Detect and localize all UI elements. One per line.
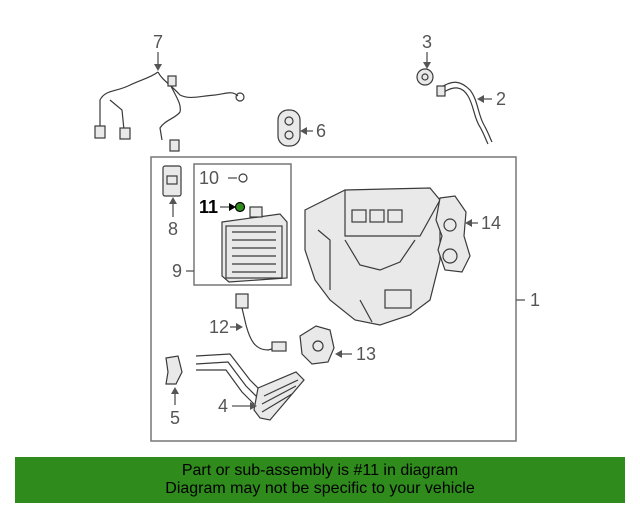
wire-harness-part-7[interactable] xyxy=(94,71,245,152)
evaporator-subassembly-frame xyxy=(193,163,292,286)
callout-14: 14 xyxy=(481,213,501,233)
heater-core-part-4[interactable] xyxy=(195,353,305,421)
assembly-frame xyxy=(150,156,517,442)
callout-4: 4 xyxy=(218,396,228,416)
callout-6: 6 xyxy=(316,121,326,141)
heater-case-part-1[interactable] xyxy=(304,187,441,326)
expansion-valve-part-8[interactable] xyxy=(162,165,182,197)
callout-7: 7 xyxy=(153,32,163,52)
banner-line-2: Diagram may not be specific to your vehi… xyxy=(165,480,475,497)
callout-12: 12 xyxy=(209,317,229,337)
callout-2: 2 xyxy=(496,89,506,109)
sensor-harness-part-12[interactable] xyxy=(235,293,287,352)
grommet-part-6[interactable] xyxy=(277,109,301,147)
highlighted-plug-part-11[interactable] xyxy=(234,201,246,213)
callout-13: 13 xyxy=(356,344,376,364)
callout-9: 9 xyxy=(172,261,182,281)
leader-lines xyxy=(154,52,525,410)
callout-10: 10 xyxy=(199,168,219,188)
callout-11: 11 xyxy=(199,197,218,217)
callout-1: 1 xyxy=(530,290,540,310)
actuator-part-14[interactable] xyxy=(435,195,471,273)
banner-line-1: Part or sub-assembly is #11 in diagram xyxy=(181,462,459,479)
pipe-part-2[interactable] xyxy=(436,81,493,145)
o-ring-part-10[interactable] xyxy=(238,173,248,183)
callout-8: 8 xyxy=(168,219,178,239)
callout-3: 3 xyxy=(422,32,432,52)
seal-part-3[interactable] xyxy=(416,68,434,86)
servo-motor-part-13[interactable] xyxy=(299,325,335,365)
bracket-part-5[interactable] xyxy=(165,355,183,385)
part-info-banner: Part or sub-assembly is #11 in diagram D… xyxy=(15,457,625,503)
evaporator-core[interactable] xyxy=(221,206,288,283)
callout-5: 5 xyxy=(170,408,180,428)
